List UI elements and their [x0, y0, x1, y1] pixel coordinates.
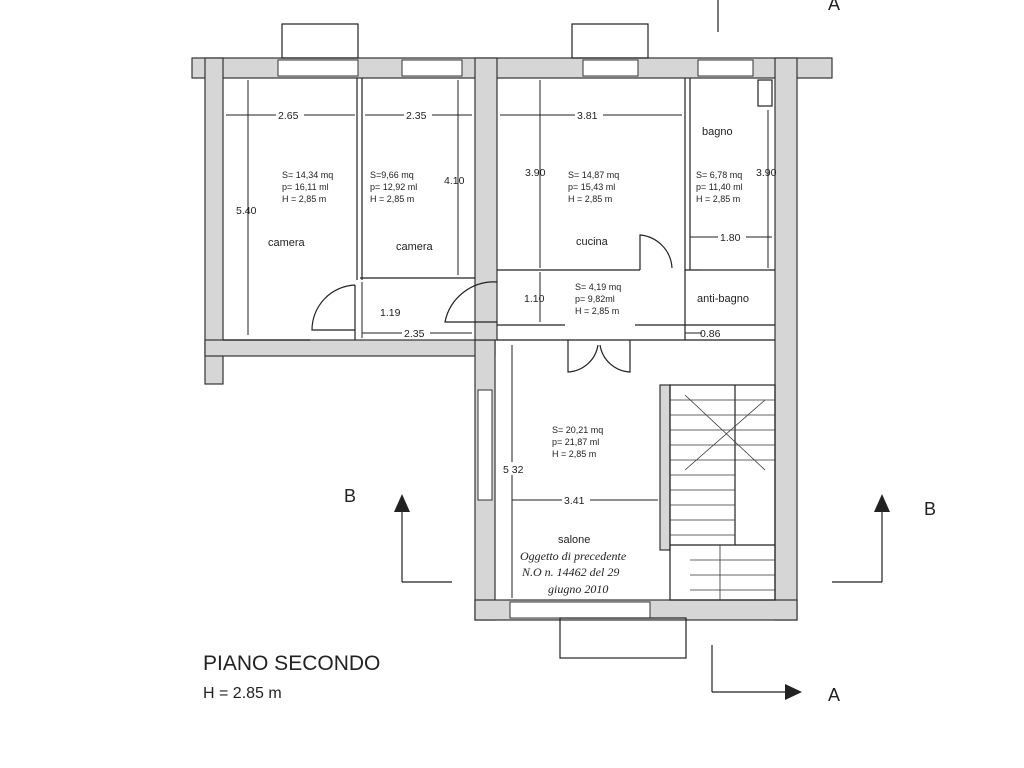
camera2-area: S=9,66 mq — [370, 170, 414, 180]
dim-1-80: 1.80 — [720, 232, 741, 244]
camera2-height: H = 2,85 m — [370, 194, 414, 204]
antibagno-label: anti-bagno — [697, 293, 749, 305]
note-line-3: giugno 2010 — [548, 582, 608, 596]
dim-0-86: 0.86 — [700, 328, 721, 340]
dim-2-35-top: 2.35 — [406, 110, 427, 122]
room-camera-1: S= 14,34 mq p= 16,11 ml H = 2,85 m camer… — [268, 170, 333, 249]
windows-bottom — [477, 389, 687, 659]
note-line-2: N.O n. 14462 del 29 — [521, 565, 619, 579]
room-bagno: bagno S= 6,78 mq p= 11,40 ml H = 2,85 m — [696, 126, 743, 204]
interior-partitions — [223, 78, 775, 341]
dim-3-41: 3.41 — [564, 495, 585, 507]
section-b-left: B — [344, 486, 356, 506]
room-camera-2: S=9,66 mq p= 12,92 ml H = 2,85 m camera — [370, 170, 434, 253]
dim-4-10: 4.10 — [444, 175, 465, 187]
dim-5-40: 5.40 — [236, 205, 257, 217]
section-a-top: A — [828, 0, 840, 14]
staircase — [669, 384, 776, 601]
room-disimpegno: S= 4,19 mq p= 9,82ml H = 2,85 m — [575, 282, 621, 316]
section-b-right: B — [924, 499, 936, 519]
camera1-perimeter: p= 16,11 ml — [282, 182, 329, 192]
note-line-1: Oggetto di precedente — [520, 549, 627, 563]
plan-title: PIANO SECONDO — [203, 652, 380, 675]
salone-label: salone — [558, 534, 590, 546]
dim-3-90-cucina: 3.90 — [525, 167, 546, 179]
windows-top — [277, 23, 773, 107]
disimpegno-perimeter: p= 9,82ml — [575, 294, 615, 304]
salone-height: H = 2,85 m — [552, 449, 596, 459]
dim-3-90-bagno: 3.90 — [756, 167, 777, 179]
camera2-label: camera — [396, 241, 434, 253]
bagno-label: bagno — [702, 126, 733, 138]
dim-5-32: 5 32 — [503, 464, 524, 476]
cucina-perimeter: p= 15,43 ml — [568, 182, 615, 192]
cucina-height: H = 2,85 m — [568, 194, 612, 204]
bagno-height: H = 2,85 m — [696, 194, 740, 204]
room-cucina: S= 14,87 mq p= 15,43 ml H = 2,85 m cucin… — [568, 170, 619, 248]
section-a-bottom: A — [828, 685, 840, 705]
bagno-area: S= 6,78 mq — [696, 170, 742, 180]
camera1-area: S= 14,34 mq — [282, 170, 333, 180]
salone-area: S= 20,21 mq — [552, 425, 603, 435]
dim-1-10: 1.10 — [524, 293, 545, 305]
dim-1-19: 1.19 — [380, 307, 401, 319]
stair-treads — [670, 399, 775, 600]
section-markers — [394, 0, 890, 700]
room-salone: S= 20,21 mq p= 21,87 ml H = 2,85 m salon… — [552, 425, 603, 546]
cucina-label: cucina — [576, 236, 609, 248]
camera1-label: camera — [268, 237, 306, 249]
dim-3-81: 3.81 — [577, 110, 598, 122]
cucina-area: S= 14,87 mq — [568, 170, 619, 180]
disimpegno-height: H = 2,85 m — [575, 306, 619, 316]
room-antibagno: anti-bagno — [697, 293, 749, 305]
dim-2-35-bottom: 2.35 — [404, 328, 425, 340]
dimension-labels: 2.65 2.35 3.81 3.90 3.90 4.10 5.40 1.80 … — [236, 108, 777, 507]
approval-note: Oggetto di precedente N.O n. 14462 del 2… — [520, 549, 627, 596]
disimpegno-area: S= 4,19 mq — [575, 282, 621, 292]
salone-perimeter: p= 21,87 ml — [552, 437, 599, 447]
bagno-perimeter: p= 11,40 ml — [696, 182, 743, 192]
dim-2-65: 2.65 — [278, 110, 299, 122]
camera2-perimeter: p= 12,92 ml — [370, 182, 417, 192]
camera1-height: H = 2,85 m — [282, 194, 326, 204]
plan-height: H = 2.85 m — [203, 685, 282, 702]
doors — [311, 234, 770, 373]
